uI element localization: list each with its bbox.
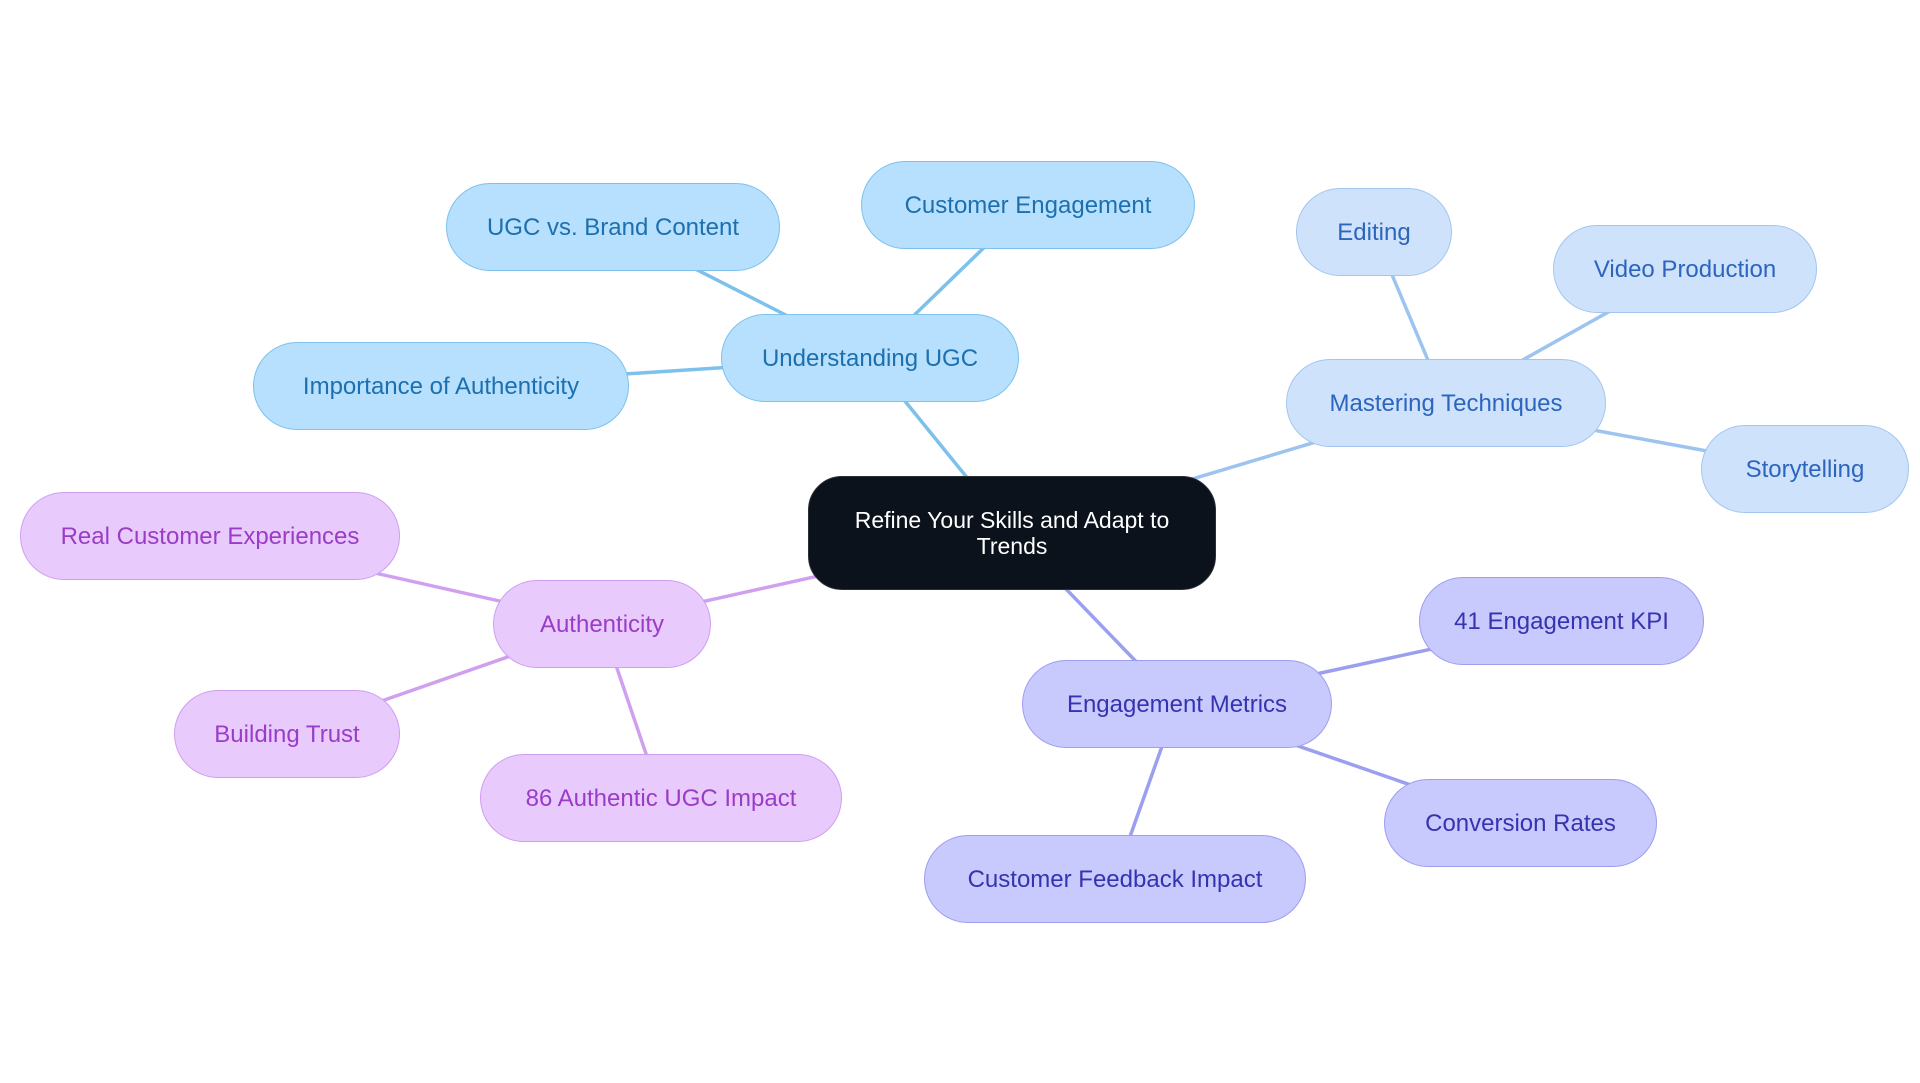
node-customer-engagement: Customer Engagement	[861, 161, 1195, 249]
node-mastering-techniques: Mastering Techniques	[1286, 359, 1606, 447]
node-understanding-ugc: Understanding UGC	[721, 314, 1019, 402]
node-editing: Editing	[1296, 188, 1452, 276]
node-real-customer-experiences: Real Customer Experiences	[20, 492, 400, 580]
node-importance-of-authenticity: Importance of Authenticity	[253, 342, 629, 430]
node-conversion-rates: Conversion Rates	[1384, 779, 1657, 867]
node-86-authentic-ugc-impact: 86 Authentic UGC Impact	[480, 754, 842, 842]
node-storytelling: Storytelling	[1701, 425, 1909, 513]
node-video-production: Video Production	[1553, 225, 1817, 313]
node-building-trust: Building Trust	[174, 690, 400, 778]
node-ugc-vs-brand-content: UGC vs. Brand Content	[446, 183, 780, 271]
node-41-engagement-kpi: 41 Engagement KPI	[1419, 577, 1704, 665]
node-authenticity: Authenticity	[493, 580, 711, 668]
root-node: Refine Your Skills and Adapt to Trends	[808, 476, 1216, 590]
node-engagement-metrics: Engagement Metrics	[1022, 660, 1332, 748]
node-customer-feedback-impact: Customer Feedback Impact	[924, 835, 1306, 923]
